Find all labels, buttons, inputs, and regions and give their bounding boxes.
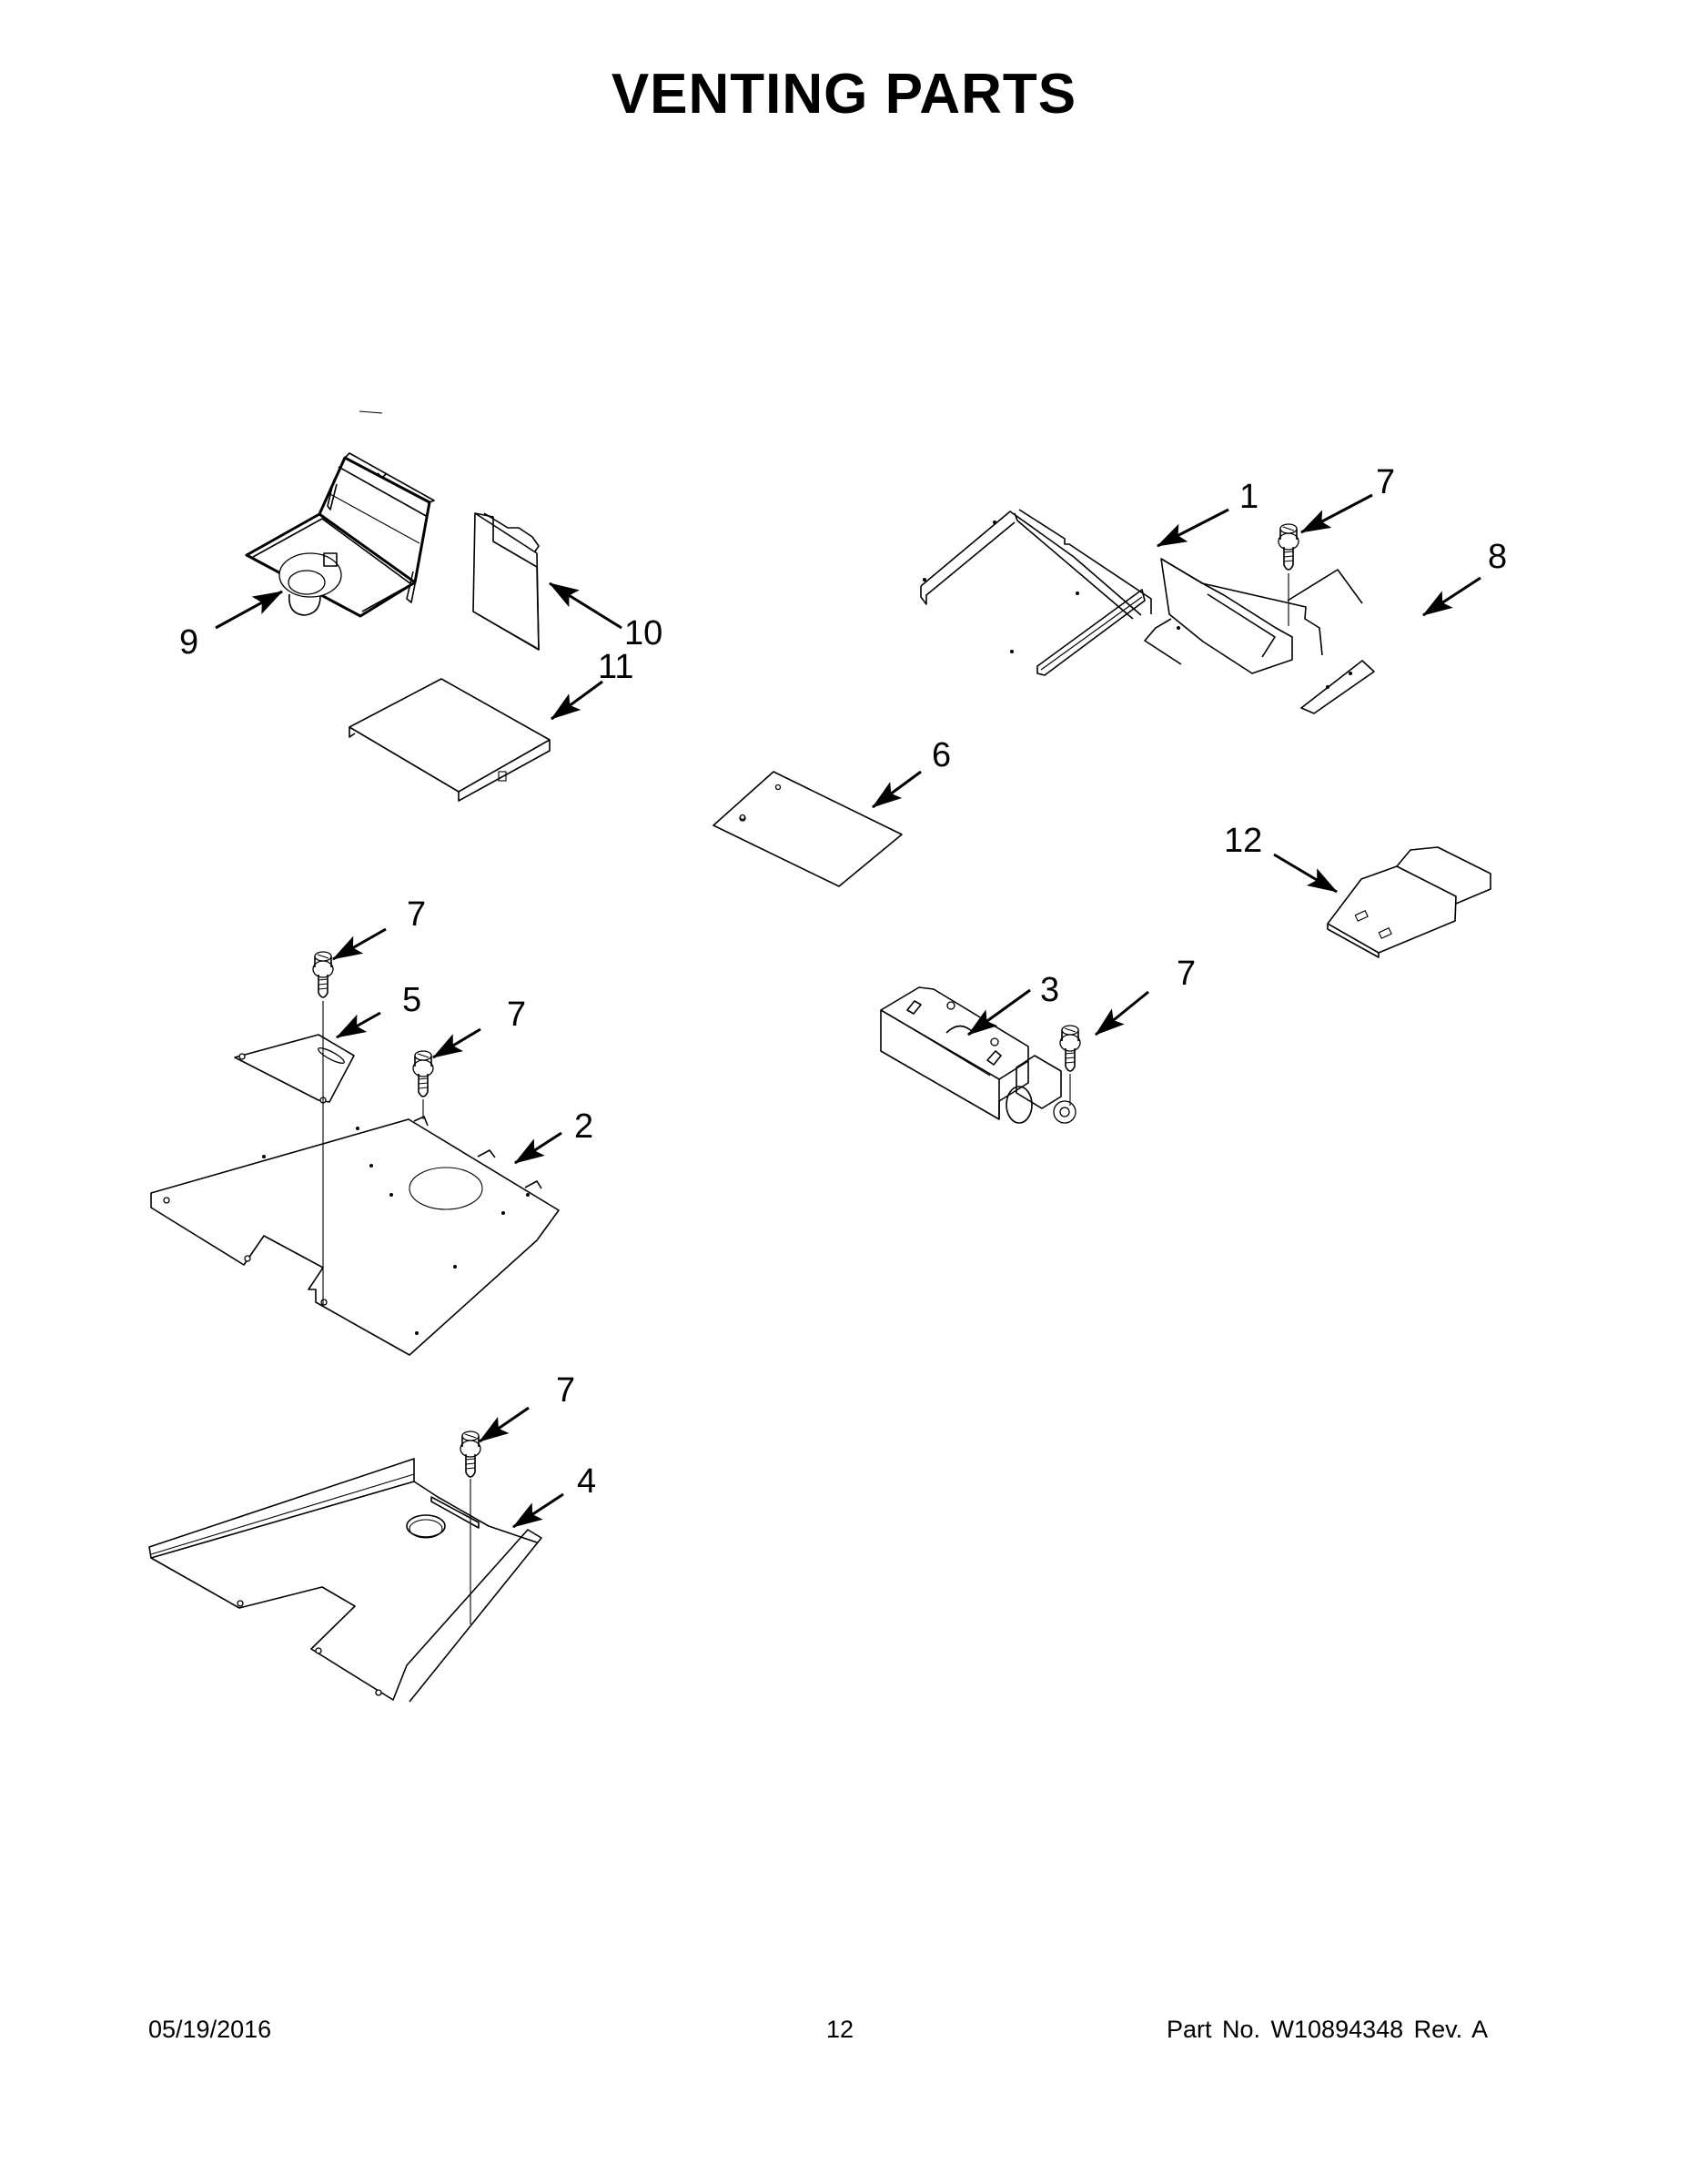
callout-11: 11 [598, 648, 633, 686]
part-6-insulation-pad[interactable] [711, 771, 903, 887]
part-3-blower-assembly[interactable] [880, 986, 1076, 1124]
callout-6: 6 [932, 736, 951, 774]
part-5-triangle-bracket[interactable] [234, 1034, 355, 1104]
leader-arrow-12 [1273, 853, 1338, 894]
leader-arrow-11 [551, 680, 603, 721]
part-1-frame-bracket[interactable] [920, 509, 1152, 676]
footer-date: 05/19/2016 [148, 2016, 272, 2043]
callout-7b: 7 [1177, 955, 1196, 993]
part-2-vent-plate[interactable] [150, 1116, 560, 1356]
leader-arrow-7e [479, 1406, 530, 1443]
part-7-screw-c[interactable] [312, 951, 334, 998]
part-4-lower-vent-plate[interactable] [148, 1458, 542, 1703]
part-7-screw-e[interactable] [460, 1431, 481, 1478]
page-title: VENTING PARTS [611, 63, 1077, 126]
callout-12: 12 [1224, 822, 1262, 860]
leader-arrow-2 [514, 1131, 562, 1165]
part-10-vent-panel[interactable] [472, 512, 540, 651]
leader-arrow-3 [967, 988, 1031, 1036]
callout-7e: 7 [556, 1371, 575, 1410]
leader-arrow-7b [1095, 990, 1149, 1036]
leader-arrow-7a [1300, 493, 1373, 534]
leader-arrow-7d [432, 1027, 481, 1059]
callout-2: 2 [574, 1107, 593, 1146]
callout-5: 5 [402, 981, 421, 1019]
footer-part-number: Part No. W10894348 Rev. A [1167, 2016, 1489, 2043]
part-9-vent-box[interactable] [245, 410, 435, 618]
leader-arrow-5 [336, 1011, 381, 1039]
callout-7a: 7 [1376, 463, 1395, 501]
callout-7c: 7 [407, 895, 426, 934]
part-7-screw-b[interactable] [1059, 1025, 1081, 1072]
leader-arrow-8 [1422, 576, 1481, 617]
part-7-screw-d[interactable] [412, 1050, 434, 1097]
part-11-vent-tray[interactable] [349, 678, 551, 802]
leader-arrow-7c [332, 927, 387, 961]
part-7-screw-a[interactable] [1278, 523, 1299, 571]
leader-arrow-1 [1157, 508, 1229, 548]
callout-4: 4 [577, 1462, 596, 1501]
callout-10: 10 [624, 614, 662, 652]
callout-3: 3 [1040, 971, 1059, 1009]
callout-8: 8 [1488, 538, 1507, 576]
footer-page-number: 12 [826, 2016, 854, 2043]
leader-arrow-10 [549, 581, 622, 630]
callout-1: 1 [1239, 478, 1258, 516]
part-8-duct-cover[interactable] [1144, 558, 1375, 714]
leader-arrow-6 [872, 770, 922, 809]
leader-arrow-4 [512, 1492, 564, 1529]
callout-9: 9 [179, 623, 198, 662]
leader-arrow-9 [215, 590, 283, 630]
callout-7d: 7 [507, 996, 526, 1034]
part-12-vent-baffle[interactable] [1327, 846, 1491, 958]
